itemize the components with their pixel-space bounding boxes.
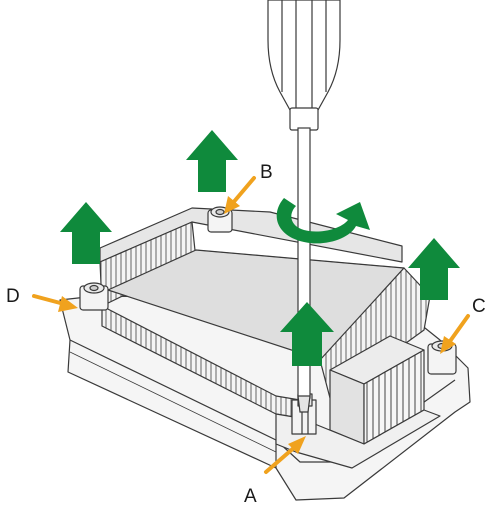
lift-arrows bbox=[60, 130, 460, 366]
screw-post-d bbox=[79, 282, 109, 311]
up-arrow-icon bbox=[408, 238, 460, 300]
up-arrow-icon bbox=[60, 202, 112, 264]
callout-arrow-b bbox=[224, 176, 256, 214]
heatsink-assembly bbox=[59, 206, 471, 501]
callout-label-b: B bbox=[260, 162, 273, 183]
callout-label-a: A bbox=[244, 486, 257, 507]
up-arrow-icon bbox=[186, 130, 238, 192]
callout-arrow-c bbox=[440, 314, 470, 354]
callout-arrow-a bbox=[264, 436, 306, 474]
clockwise-rotate-icon bbox=[276, 198, 370, 244]
callout-label-c: C bbox=[472, 296, 486, 317]
callout-arrow-d bbox=[32, 294, 78, 312]
up-arrow-icon bbox=[280, 302, 334, 366]
callout-arrows bbox=[32, 176, 470, 474]
screw-post-b bbox=[207, 206, 233, 233]
callout-label-d: D bbox=[6, 286, 20, 307]
